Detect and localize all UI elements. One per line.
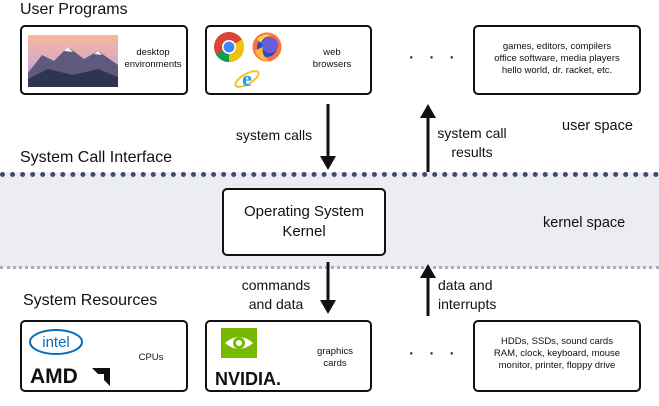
other-resources-label: HDDs, SSDs, sound cards RAM, clock, keyb… <box>475 336 639 372</box>
desktop-label-line1: desktop <box>136 47 170 58</box>
nvidia-logo: NVIDIA. <box>215 369 281 389</box>
amd-logo-text: AMD <box>30 365 78 388</box>
data-and-interrupts-arrow <box>420 264 436 316</box>
other-programs-label: games, editors, compilers office softwar… <box>475 41 639 77</box>
graphics-cards-box: NVIDIA. graphics cards <box>205 320 372 392</box>
graphics-label-line1: graphics <box>317 346 353 357</box>
system-call-interface-title: System Call Interface <box>20 149 173 166</box>
other-programs-line3: hello world, dr. racket, etc. <box>501 65 613 76</box>
chrome-icon <box>214 32 245 63</box>
commands-and-data-arrow <box>320 262 336 314</box>
system-call-results-arrow <box>420 104 436 172</box>
system-calls-arrow <box>320 104 336 170</box>
web-browsers-label: web browsers <box>297 47 367 71</box>
intel-logo: intel <box>29 329 83 355</box>
other-resources-line1: HDDs, SSDs, sound cards <box>501 336 613 347</box>
internet-explorer-icon: e <box>234 66 260 91</box>
other-resources-line3: monitor, printer, floppy drive <box>498 360 616 371</box>
os-kernel-box: Operating System Kernel <box>222 188 386 256</box>
other-programs-line1: games, editors, compilers <box>502 41 612 52</box>
system-calls-label: system calls <box>235 127 313 143</box>
user-programs-ellipsis: · · · <box>408 46 460 68</box>
resources-ellipsis: · · · <box>408 342 460 364</box>
system-call-results-line1: system call <box>437 125 507 141</box>
system-call-results-label: system call results <box>432 124 512 162</box>
system-resources-title: System Resources <box>23 292 158 309</box>
other-resources-box: HDDs, SSDs, sound cards RAM, clock, keyb… <box>473 320 641 392</box>
data-and-interrupts-label: data and interrupts <box>438 276 510 314</box>
graphics-cards-label: graphics cards <box>305 346 365 370</box>
other-resources-line2: RAM, clock, keyboard, mouse <box>493 348 621 359</box>
cpus-label: CPUs <box>138 352 164 363</box>
web-label-line1: web <box>323 47 341 58</box>
interrupts-line2: interrupts <box>438 296 497 312</box>
commands-line1: commands <box>241 277 311 293</box>
firefox-icon <box>252 32 282 62</box>
other-programs-line2: office software, media players <box>494 53 620 64</box>
web-label-line2: browsers <box>312 59 352 70</box>
system-call-results-line2: results <box>451 144 493 160</box>
desktop-wallpaper-icon <box>28 35 118 87</box>
system-call-interface-line <box>0 172 659 177</box>
desktop-environments-box: desktop environments <box>20 25 188 95</box>
svg-text:e: e <box>242 66 252 91</box>
kernel-title-line2: Kernel <box>282 223 326 240</box>
kernel-space-label: kernel space <box>543 215 626 231</box>
user-programs-title: User Programs <box>20 1 128 18</box>
graphics-label-line2: cards <box>323 358 347 369</box>
web-browsers-box: e web browsers <box>205 25 372 95</box>
cpus-box: intel AMD CPUs <box>20 320 188 392</box>
desktop-label-line2: environments <box>124 59 182 70</box>
nvidia-logo-text: NVIDIA. <box>215 369 281 389</box>
other-programs-box: games, editors, compilers office softwar… <box>473 25 641 95</box>
data-and-line1: data and <box>438 277 493 293</box>
commands-line2: and data <box>248 296 304 312</box>
nvidia-eye-icon <box>221 328 257 358</box>
desktop-label: desktop environments <box>122 47 184 71</box>
amd-logo: AMD <box>30 365 110 388</box>
user-space-label: user space <box>562 118 633 134</box>
commands-and-data-label: commands and data <box>240 276 312 314</box>
kernel-title-line1: Operating System <box>243 203 365 220</box>
intel-logo-text: intel <box>42 334 70 351</box>
